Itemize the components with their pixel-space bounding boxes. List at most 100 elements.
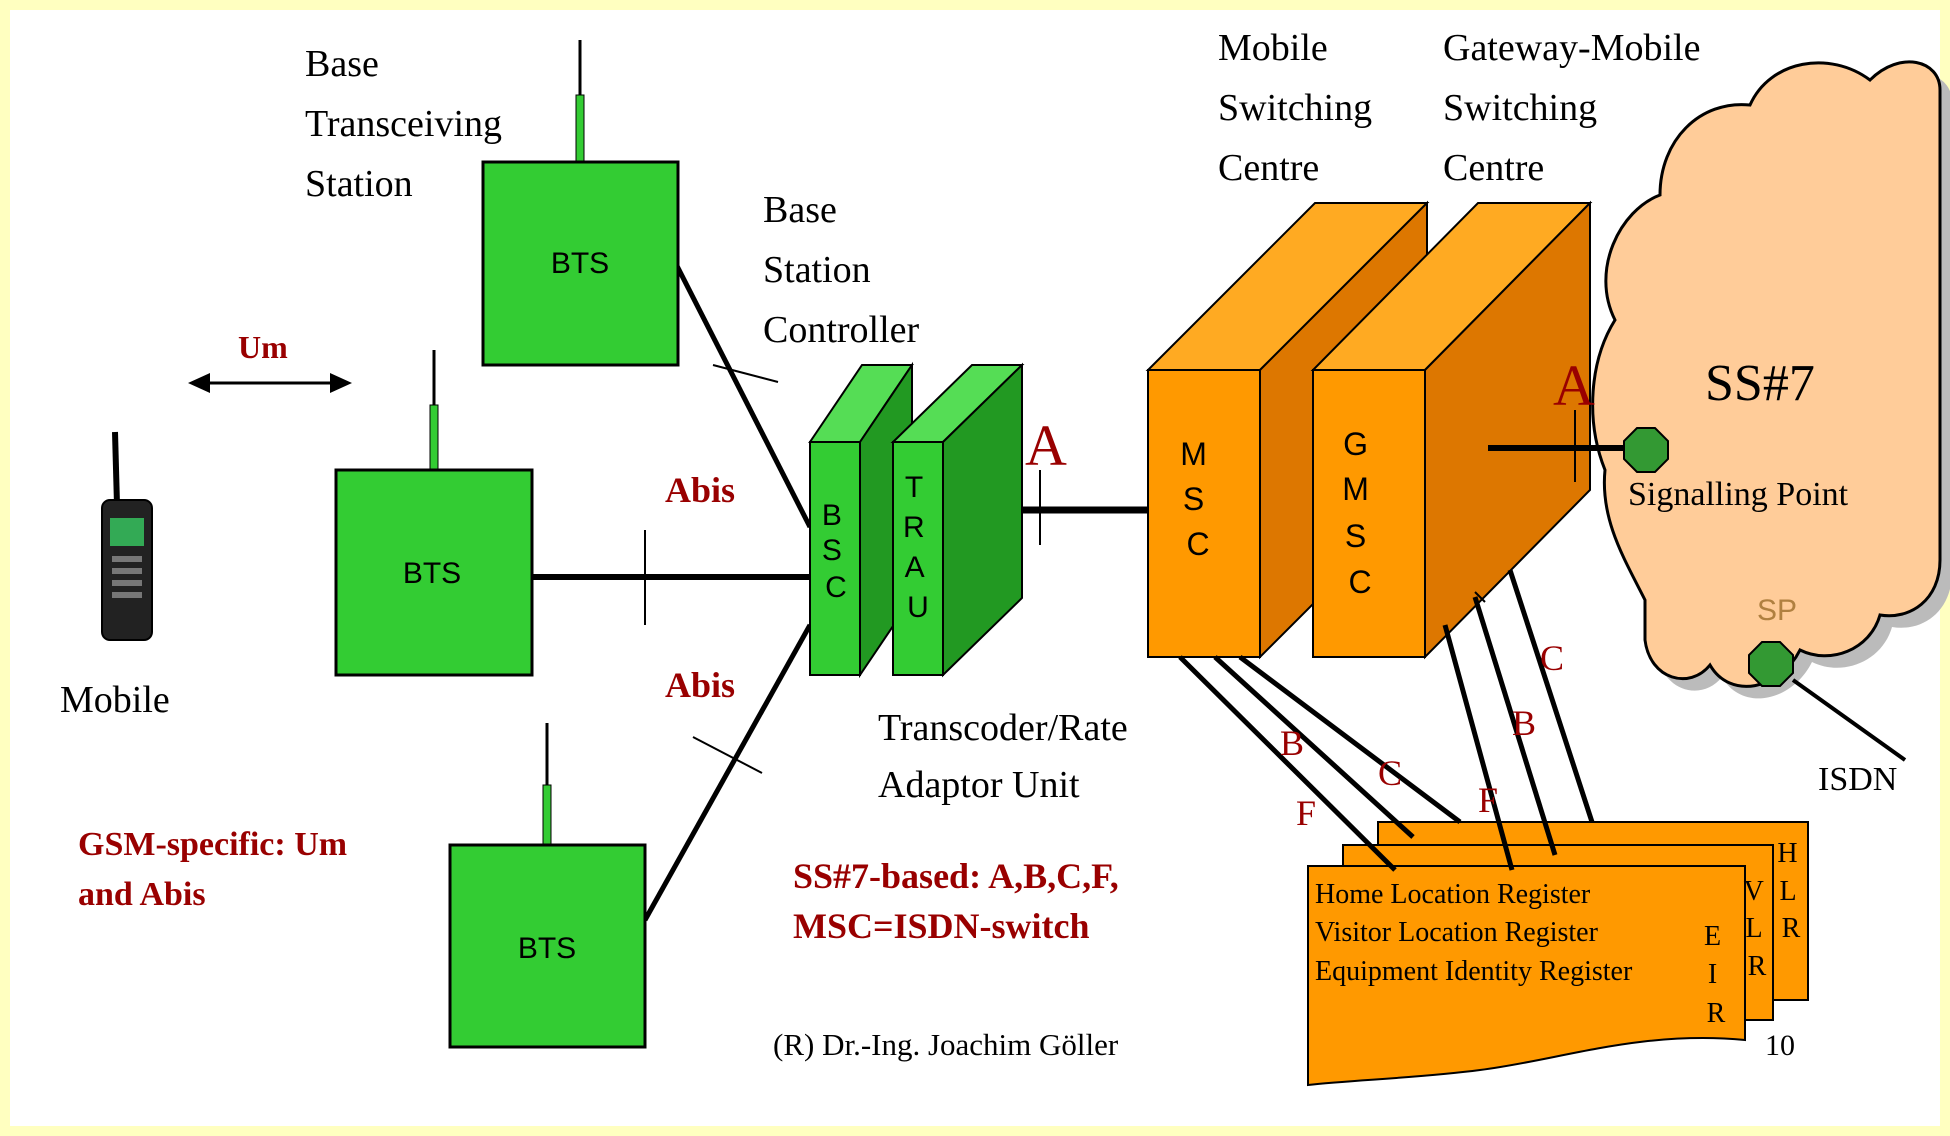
- eir-letter-3: R: [1707, 998, 1726, 1029]
- gmsc-title-line-2: Switching: [1443, 87, 1597, 129]
- c-label-gmsc: C: [1540, 638, 1564, 678]
- mobile-keys-1: [112, 556, 142, 562]
- bsc-letter-1: B: [822, 499, 842, 532]
- msc-title-line-3: Centre: [1218, 147, 1319, 189]
- msc-letter-3: C: [1186, 526, 1209, 562]
- register-names: Home Location Register Visitor Location …: [1315, 879, 1633, 987]
- trau-caption-line-1: Transcoder/Rate: [878, 707, 1128, 749]
- eir-vertical-label: E I R: [1704, 921, 1728, 1029]
- b-link-msc: [1213, 655, 1415, 839]
- eir-name: Equipment Identity Register: [1315, 956, 1633, 987]
- ss7-cloud: SS#7 Signalling Point SP: [1591, 60, 1950, 699]
- f-label-msc: F: [1296, 793, 1316, 833]
- msc-vertical-label: M S C: [1180, 436, 1216, 562]
- mobile-keys-2: [112, 568, 142, 574]
- vlr-name: Visitor Location Register: [1315, 917, 1599, 948]
- trau-front: [892, 441, 944, 676]
- mobile-screen: [110, 518, 144, 546]
- isdn-link: [1791, 678, 1907, 762]
- bts-middle-box: [334, 468, 534, 677]
- gmsc-letter-1: G: [1343, 426, 1368, 462]
- trau-letter-1: T: [905, 471, 923, 504]
- bts-title-line-1: Base: [305, 43, 379, 85]
- bsc-front: [809, 441, 861, 676]
- gsm-note-line-1: GSM-specific: Um: [78, 826, 347, 863]
- abis-link-top: [672, 260, 813, 529]
- gmsc-title-line-1: Gateway-Mobile: [1443, 27, 1700, 69]
- f-link-msc: [1178, 655, 1397, 872]
- trau-caption-line-2: Adaptor Unit: [878, 764, 1080, 806]
- um-label: Um: [238, 329, 288, 365]
- mobile-keys-4: [112, 592, 142, 598]
- bsc-letter-3: C: [825, 571, 847, 604]
- bts-bottom-antenna-mast: [542, 784, 552, 848]
- a-interface-label: A: [1025, 413, 1067, 478]
- signalling-point-octagon: [1623, 427, 1669, 473]
- page-number: 10: [1765, 1029, 1795, 1062]
- trau-letter-3: A: [905, 551, 925, 584]
- ss7-based-note: SS#7-based: A,B,C,F, MSC=ISDN-switch: [793, 856, 1128, 946]
- bts-title: Base Transceiving Station: [305, 43, 512, 205]
- bts-title-line-2: Transceiving: [305, 103, 502, 145]
- hlr-name: Home Location Register: [1315, 879, 1591, 910]
- b-label-gmsc: B: [1512, 703, 1536, 743]
- trau-letter-2: R: [903, 511, 925, 544]
- msc-front: [1147, 369, 1261, 658]
- c-link-gmsc: [1507, 569, 1595, 823]
- f-label-gmsc: F: [1478, 780, 1498, 820]
- hlr-letter-1: H: [1777, 838, 1797, 869]
- c-link-msc: [1238, 655, 1462, 824]
- c-label-msc: C: [1378, 753, 1402, 793]
- mobile-phone-icon: [101, 431, 153, 641]
- gmsc-letter-2: M: [1342, 471, 1369, 507]
- bts-top-antenna-mast: [575, 94, 585, 166]
- um-arrow-right-head: [330, 373, 352, 393]
- bts-middle: BTS: [334, 350, 534, 677]
- vlr-vertical-label: V L R: [1744, 876, 1771, 982]
- bts-middle-label: BTS: [403, 557, 461, 590]
- bsc-vertical-label: B S C: [822, 499, 850, 604]
- hlr-letter-3: R: [1782, 913, 1801, 944]
- mobile-keys-3: [112, 580, 142, 586]
- trau-vertical-label: T R A U: [903, 471, 933, 624]
- bsc-title-line-1: Base: [763, 189, 837, 231]
- bts-top-box: [481, 160, 680, 367]
- gsm-note-line-2: and Abis: [78, 876, 206, 913]
- gmsc-unit: G M S C: [1310, 200, 1593, 660]
- gmsc-title-line-3: Centre: [1443, 147, 1544, 189]
- register-stack: Home Location Register Visitor Location …: [1307, 821, 1809, 1087]
- gmsc-letter-4: C: [1348, 564, 1371, 600]
- hlr-letter-2: L: [1779, 876, 1795, 907]
- ss7-note-line-2: MSC=ISDN-switch: [793, 906, 1090, 946]
- bsc-title-line-3: Controller: [763, 309, 920, 351]
- msc-title-line-2: Switching: [1218, 87, 1372, 129]
- abis-label-bottom: Abis: [665, 665, 735, 705]
- abis-tick-bottom: [692, 736, 763, 774]
- sp-label: SP: [1757, 594, 1797, 627]
- um-arrow-left-head: [188, 373, 210, 393]
- trau-letter-4: U: [907, 591, 929, 624]
- eir-letter-1: E: [1704, 921, 1721, 952]
- gsm-specific-note: GSM-specific: Um and Abis: [78, 826, 356, 913]
- bsc-title: Base Station Controller: [763, 189, 920, 351]
- bsc-letter-2: S: [822, 534, 842, 567]
- vlr-letter-1: V: [1744, 876, 1764, 907]
- b-link-gmsc: [1472, 596, 1558, 856]
- copyright-note: (R) Dr.-Ing. Joachim Göller: [773, 1027, 1119, 1062]
- gmsc-front: [1312, 369, 1426, 658]
- bts-top-label: BTS: [551, 247, 609, 280]
- sp-octagon: [1748, 641, 1794, 687]
- mobile-antenna: [112, 431, 120, 506]
- hlr-vertical-label: H L R: [1777, 838, 1804, 944]
- bts-top: BTS: [481, 40, 680, 367]
- msc-letter-2: S: [1183, 481, 1204, 517]
- ss7-label: SS#7: [1705, 355, 1815, 412]
- bts-title-line-3: Station: [305, 163, 413, 205]
- msc-links-tick: [1261, 699, 1291, 725]
- b-label-msc: B: [1280, 723, 1304, 763]
- msc-title-line-1: Mobile: [1218, 27, 1328, 69]
- trau-caption: Transcoder/Rate Adaptor Unit: [878, 707, 1137, 806]
- isdn-label: ISDN: [1818, 761, 1897, 798]
